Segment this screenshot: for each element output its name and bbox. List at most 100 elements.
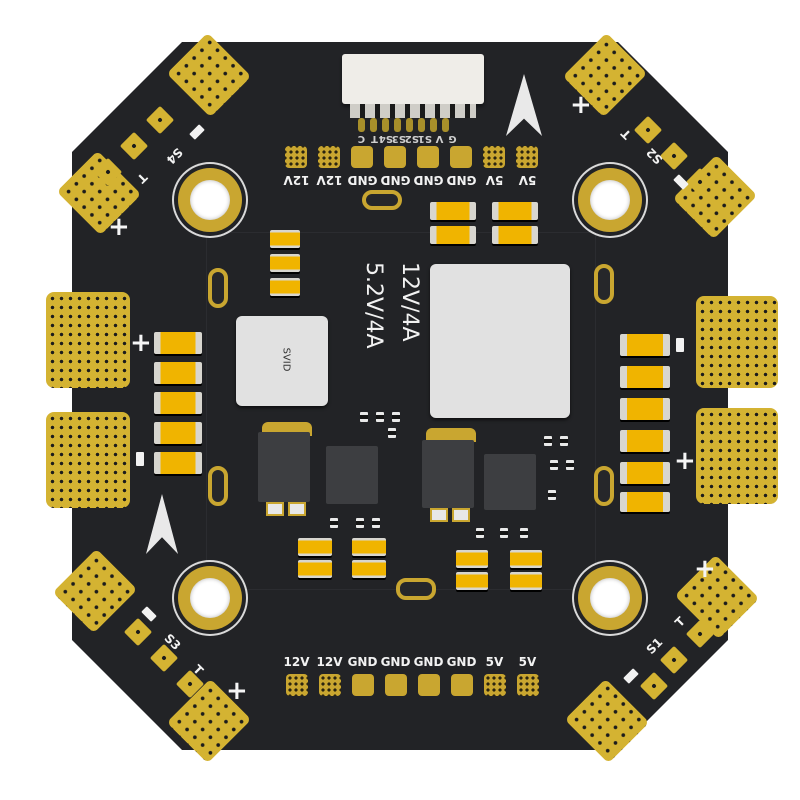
pad-gnd[interactable]: GND	[445, 146, 478, 187]
capacitor	[456, 572, 488, 590]
pad-label: GND	[347, 655, 378, 669]
capacitor	[270, 230, 300, 248]
pad-12v[interactable]: 12V	[313, 656, 346, 696]
pad-gnd[interactable]: GND	[379, 146, 412, 187]
pad-12v[interactable]: 12V	[280, 656, 313, 696]
pin-label: C	[357, 133, 366, 144]
pad-gnd[interactable]: GND	[346, 146, 379, 187]
pad-label: 5V	[485, 655, 504, 669]
resistor	[566, 460, 574, 470]
battery-pad-left-bottom[interactable]	[46, 412, 130, 508]
pin-label: T	[371, 133, 378, 144]
capacitor	[352, 560, 386, 578]
mounting-hole-top-left	[178, 168, 242, 232]
pad-5v[interactable]: 5V	[511, 656, 544, 696]
slot-top	[362, 190, 402, 210]
battery-pad-right-bottom[interactable]	[696, 408, 778, 504]
slot-left-top	[208, 268, 228, 308]
pad-label: GND	[446, 173, 477, 187]
battery-pad-left-top[interactable]	[46, 292, 130, 388]
mosfet-left	[258, 432, 310, 502]
plus-icon-bottom-left: +	[226, 676, 248, 706]
solder-pad[interactable]	[351, 674, 374, 696]
capacitor	[154, 392, 202, 414]
top-pad-row: 5V 5V GND GND GND GND 12V 12V	[280, 146, 544, 187]
capacitor	[620, 334, 670, 356]
capacitor	[298, 560, 332, 578]
pin-label: S2	[404, 133, 419, 144]
pin-label: S1	[417, 133, 432, 144]
pad-label: GND	[413, 173, 444, 187]
capacitor	[154, 422, 202, 444]
capacitor	[430, 202, 476, 220]
connector-pin-labels: G V S1 S2 S3 S4 T C	[356, 133, 458, 144]
slot-left-bottom	[208, 466, 228, 506]
rating-12v: 12V/4A	[397, 262, 422, 342]
solder-pad[interactable]	[384, 146, 407, 168]
pad-5v[interactable]: 5V	[478, 146, 511, 187]
pad-gnd[interactable]: GND	[412, 656, 445, 696]
resistor	[544, 436, 552, 446]
capacitor	[154, 332, 202, 354]
pin-label: V	[435, 133, 444, 144]
resistor	[476, 528, 484, 538]
capacitor	[492, 202, 538, 220]
solder-pad[interactable]	[285, 674, 308, 696]
solder-pad[interactable]	[483, 146, 506, 168]
capacitor	[298, 538, 332, 556]
resistor	[376, 412, 384, 422]
regulator-ic-right	[484, 454, 536, 510]
solder-pad[interactable]	[318, 146, 341, 168]
pin-label: S4	[378, 133, 393, 144]
solder-pad[interactable]	[483, 674, 506, 696]
solder-pad[interactable]	[516, 146, 539, 168]
ic-pin	[452, 508, 470, 522]
polarity-tick-left	[136, 452, 144, 466]
pad-gnd[interactable]: GND	[412, 146, 445, 187]
pad-gnd[interactable]: GND	[346, 656, 379, 696]
inductor-12v	[430, 264, 570, 418]
solder-pad[interactable]	[417, 146, 440, 168]
solder-pad[interactable]	[351, 146, 374, 168]
slot-right-top	[594, 264, 614, 304]
pad-label: GND	[347, 173, 378, 187]
pad-label: 5V	[518, 655, 537, 669]
solder-pad[interactable]	[516, 674, 539, 696]
pad-5v[interactable]: 5V	[478, 656, 511, 696]
solder-pad[interactable]	[318, 674, 341, 696]
pad-label: 12V	[283, 173, 310, 187]
connector-pin-traces	[358, 118, 449, 132]
capacitor	[154, 362, 202, 384]
solder-pad[interactable]	[384, 674, 407, 696]
resistor	[356, 518, 364, 528]
capacitor	[456, 550, 488, 568]
ic-pin	[430, 508, 448, 522]
pad-label: 12V	[316, 173, 343, 187]
pad-12v[interactable]: 12V	[313, 146, 346, 187]
solder-pad[interactable]	[450, 674, 473, 696]
ic-tab	[426, 428, 476, 442]
resistor	[520, 528, 528, 538]
pad-gnd[interactable]: GND	[379, 656, 412, 696]
solder-pad[interactable]	[417, 674, 440, 696]
pad-label: 5V	[518, 173, 537, 187]
inductor-marking: SVID	[280, 347, 292, 372]
pad-label: GND	[446, 655, 477, 669]
capacitor	[352, 538, 386, 556]
pad-label: GND	[380, 655, 411, 669]
inductor-5v2: SVID	[236, 316, 328, 406]
ic-pin	[266, 502, 284, 516]
pad-label: 12V	[283, 655, 310, 669]
pad-label: GND	[413, 655, 444, 669]
solder-pad[interactable]	[450, 146, 473, 168]
pad-12v[interactable]: 12V	[280, 146, 313, 187]
resistor	[500, 528, 508, 538]
battery-pad-right-top[interactable]	[696, 296, 778, 388]
pad-5v[interactable]: 5V	[511, 146, 544, 187]
jst-connector[interactable]	[342, 54, 484, 104]
resistor	[372, 518, 380, 528]
pad-gnd[interactable]: GND	[445, 656, 478, 696]
slot-right-bottom	[594, 466, 614, 506]
solder-pad[interactable]	[285, 146, 308, 168]
capacitor	[620, 462, 670, 484]
